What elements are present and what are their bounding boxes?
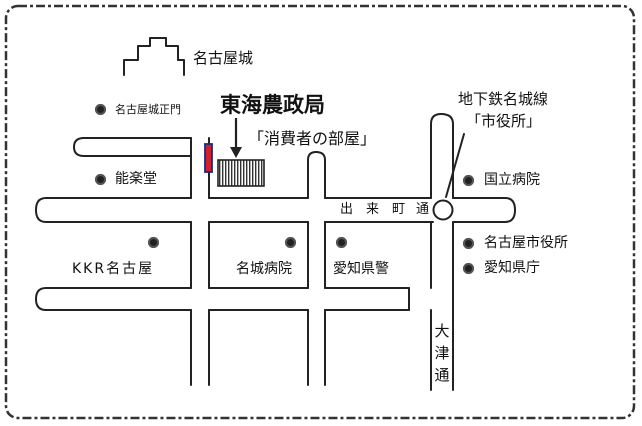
meijo-hospital-label: 名城病院 [236,261,292,277]
city-hall-dot-icon [463,238,474,249]
kkr-dot-icon [148,237,159,248]
castle-label: 名古屋城 [193,49,254,67]
castle-gate-dot-icon [95,104,106,115]
street-otsu: 大 津 通 [434,320,450,386]
meijo-hospital-dot-icon [285,237,296,248]
noh-theater-dot-icon [95,174,106,185]
building-hatched [217,159,265,187]
map-subtitle: 「消費者の部屋」 [248,129,377,148]
station-pointer-line [445,133,465,198]
street-demachi-char-4: 通 [416,202,430,217]
subway-line-label: 地下鉄名城線 [458,90,549,108]
castle-gate-label: 名古屋城正門 [115,103,181,116]
road-demachi-east [452,197,516,223]
road-upper-left [73,137,192,157]
map-frame [4,4,636,420]
arrow-down-icon [230,118,242,158]
national-hospital-dot-icon [463,175,474,186]
street-otsu-char-3: 通 [434,366,450,384]
street-demachi-char-2: 来 [366,202,380,217]
road-vertical-center [307,151,326,386]
road-vertical-west [190,137,210,386]
national-hospital-label: 国立病院 [484,172,540,188]
street-otsu-char-1: 大 [434,322,450,340]
police-dot-icon [336,237,347,248]
road-demachi-center [208,197,309,223]
noh-theater-label: 能楽堂 [115,171,157,187]
subway-station-icon [432,199,454,221]
road-lower-west [35,287,192,311]
road-lower-center [208,287,309,311]
street-demachi-char-3: 町 [392,202,406,217]
street-otsu-char-2: 津 [434,344,450,362]
subway-station-label: 「市役所」 [466,112,542,130]
pref-office-label: 愛知県庁 [484,260,540,276]
road-lower-mid [324,287,410,311]
road-demachi-west [35,197,192,223]
police-label: 愛知県警 [333,261,389,277]
road-demachi-mid [324,197,434,223]
city-hall-label: 名古屋市役所 [484,235,568,251]
map-title: 東海農政局 [220,93,325,117]
castle-icon [123,37,185,76]
block-meijo-hospital [209,222,308,288]
road-otsu [408,113,454,391]
kkr-label: KKR名古屋 [72,261,155,277]
pref-office-dot-icon [463,263,474,274]
location-marker-icon [204,143,213,173]
street-demachi-char-1: 出 [340,202,354,217]
